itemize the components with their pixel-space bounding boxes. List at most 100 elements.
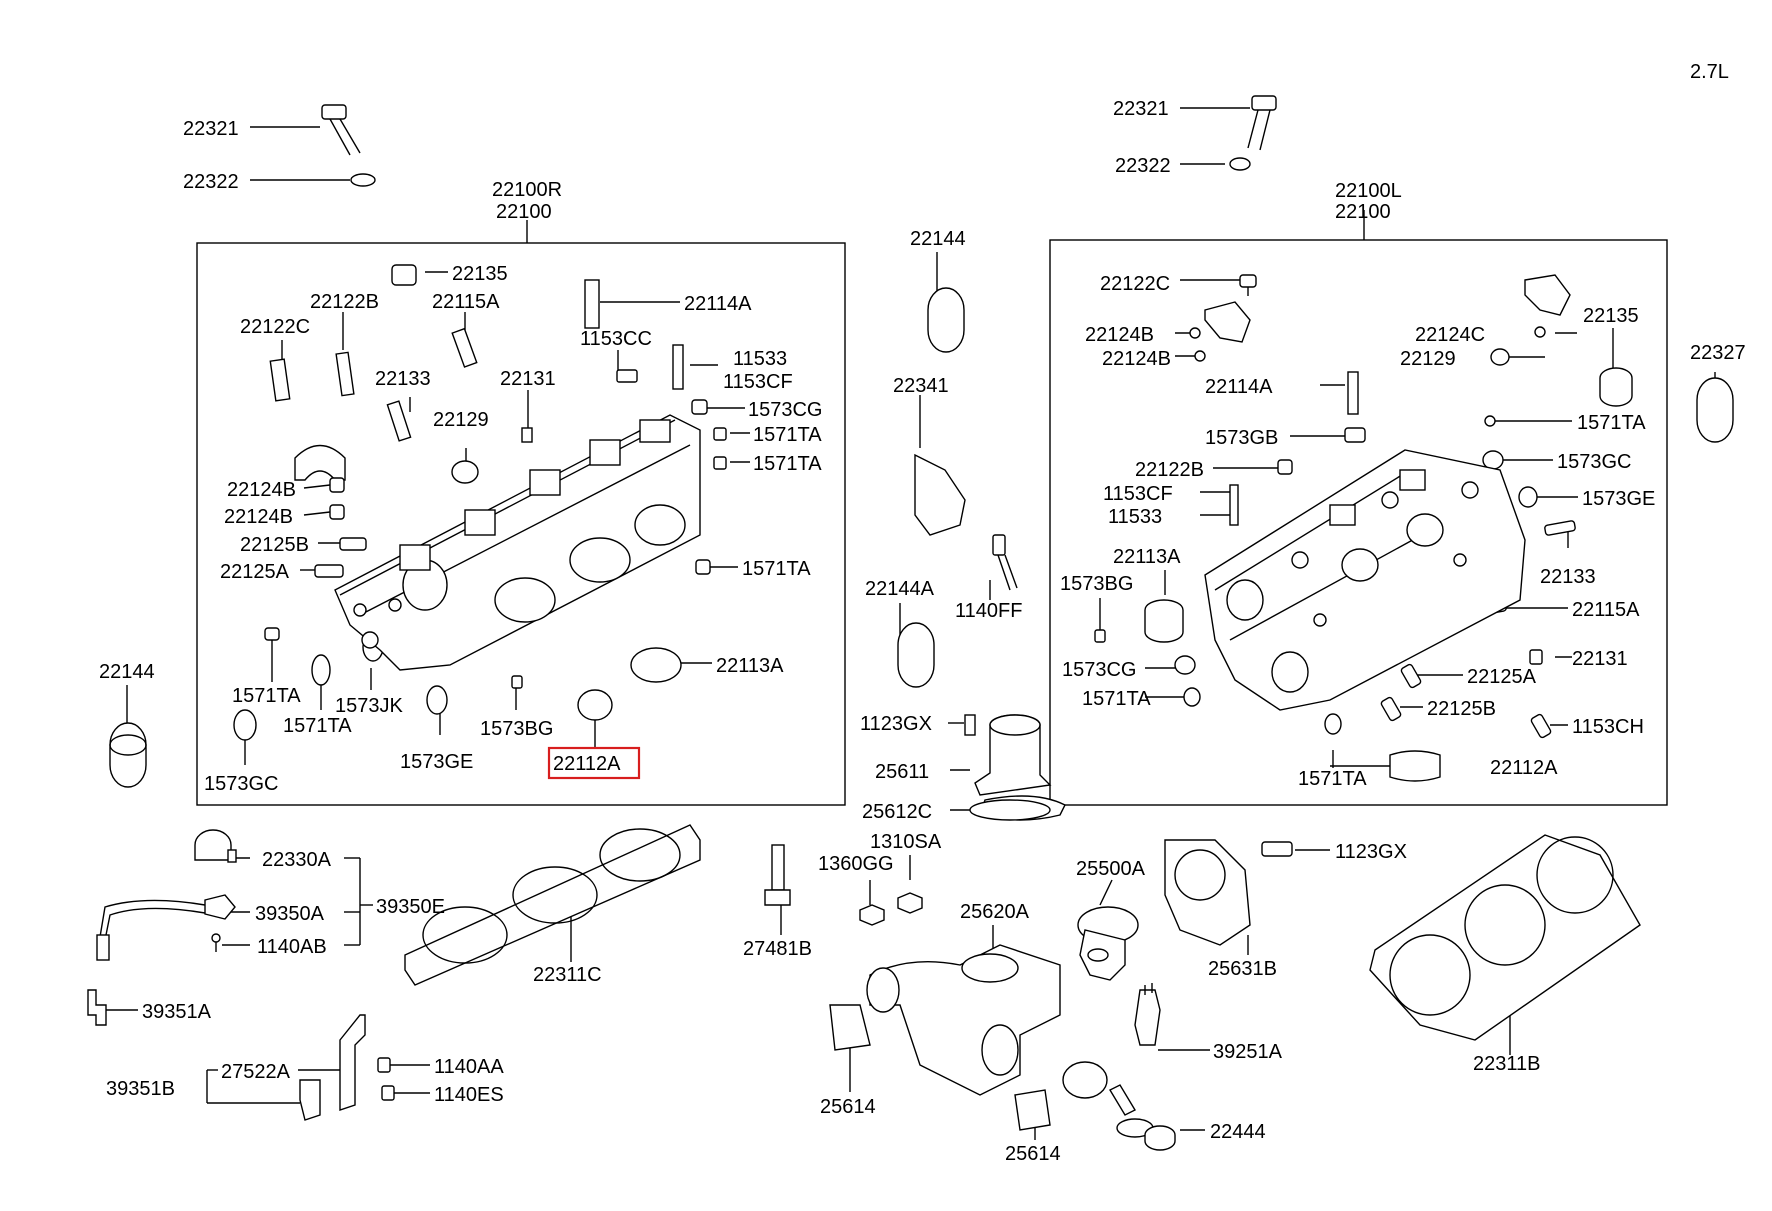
nuts-1310SA-1360GG	[859, 892, 923, 926]
part-label: 22135	[1583, 305, 1639, 327]
part-label: 25612C	[862, 801, 932, 823]
part-label: 25631B	[1208, 958, 1277, 980]
part-label: 22122B	[310, 291, 379, 313]
part-label: 1153CH	[1572, 716, 1644, 738]
part-label: 27522A	[221, 1061, 291, 1083]
labels: 2.7L 22321 22322 22100R 22100 22135 2212…	[99, 61, 1746, 1165]
left-head-frame	[1049, 239, 1668, 806]
part-label: 22112A	[1490, 757, 1558, 779]
inlet-pipe-25620A	[829, 944, 1154, 1138]
part-label: 1573JK	[335, 695, 403, 717]
part-label: 22135	[452, 263, 508, 285]
part-label: 1573GC	[1557, 451, 1632, 473]
part-label: 22321	[183, 118, 239, 140]
part-label: 1360GG	[818, 853, 894, 875]
part-label: 1140FF	[955, 600, 1022, 622]
part-label: 1140AB	[257, 936, 327, 958]
left-head-small-parts	[1094, 274, 1734, 782]
part-label: 1140ES	[434, 1084, 504, 1106]
part-label: 22115A	[432, 291, 500, 313]
part-label: 25620A	[960, 901, 1030, 923]
part-label: 22125B	[240, 534, 309, 556]
part-label: 22322	[1115, 155, 1171, 177]
part-label: 25614	[820, 1096, 876, 1118]
washer-22322-right	[350, 173, 376, 187]
right-head-frame	[196, 242, 846, 806]
part-label: 1573BG	[1060, 573, 1133, 595]
part-label: 22100R	[492, 179, 562, 201]
bolt-22321-left	[1247, 95, 1277, 151]
part-label: 22113A	[1113, 546, 1181, 568]
part-label: 22322	[183, 171, 239, 193]
part-label: 1571TA	[1577, 412, 1646, 434]
part-label: 1573CG	[1062, 659, 1137, 681]
sensor-assembly-39350E	[87, 829, 237, 1026]
part-label: 1123GX	[860, 713, 932, 735]
part-label: 1573GC	[204, 773, 279, 795]
part-label: 22330A	[262, 849, 332, 871]
part-label: 22311B	[1473, 1053, 1540, 1075]
part-label: 22114A	[1205, 376, 1273, 398]
part-label: 1571TA	[283, 715, 352, 737]
sensor-27481B	[764, 844, 791, 906]
part-label-highlighted: 22112A	[553, 753, 621, 775]
part-label: 1573GE	[400, 751, 473, 773]
part-label: 1573BG	[480, 718, 553, 740]
part-label: 22321	[1113, 98, 1169, 120]
leader-lines	[100, 107, 1716, 1140]
part-label: 1140AA	[434, 1056, 504, 1078]
part-label: 1153CC	[580, 328, 652, 350]
clamp-22444	[1144, 1125, 1176, 1151]
part-label: 22444	[1210, 1121, 1266, 1143]
part-label: 22144	[99, 661, 155, 683]
part-label: 1571TA	[1082, 688, 1151, 710]
part-label: 25611	[875, 761, 929, 783]
part-label: 1571TA	[232, 685, 301, 707]
part-label: 22129	[1400, 348, 1456, 370]
part-label: 1571TA	[753, 424, 822, 446]
part-label: 22124B	[224, 506, 293, 528]
part-label: 22131	[500, 368, 556, 390]
part-label: 22122B	[1135, 459, 1204, 481]
part-label: 39350A	[255, 903, 325, 925]
washer-22322-left	[1229, 157, 1251, 171]
part-label: 22125A	[220, 561, 290, 583]
part-label: 22124B	[1085, 324, 1154, 346]
part-label: 39350E	[376, 896, 445, 918]
water-outlet-25611	[964, 714, 1066, 821]
part-label: 22100	[1335, 201, 1391, 223]
part-label: 22144	[910, 228, 966, 250]
part-label: 22131	[1572, 648, 1628, 670]
part-label: 1310SA	[870, 831, 942, 853]
part-label: 22124B	[227, 479, 296, 501]
highlight-box	[547, 746, 641, 780]
part-label: 22144A	[865, 578, 935, 600]
left-cylinder-head-casting	[1204, 449, 1526, 711]
right-head-small-parts	[233, 264, 727, 741]
part-label: 22341	[893, 375, 949, 397]
part-label: 27481B	[743, 938, 812, 960]
part-label: 1571TA	[753, 453, 822, 475]
right-cylinder-head-casting	[334, 414, 701, 671]
part-label: 22125B	[1427, 698, 1496, 720]
part-label: 22122C	[1100, 273, 1170, 295]
part-label: 22125A	[1467, 666, 1537, 688]
thermostat-25500A	[1077, 906, 1139, 981]
gasket-22311B	[1369, 834, 1641, 1041]
gasket-22311C	[404, 824, 701, 986]
part-label: 25614	[1005, 1143, 1061, 1165]
bracket-27522A	[299, 1014, 395, 1121]
part-label: 22327	[1690, 342, 1746, 364]
part-label: 22129	[433, 409, 489, 431]
housing-25631B	[1164, 839, 1293, 946]
bolt-22321-right	[321, 104, 361, 156]
part-label: 39251A	[1213, 1041, 1283, 1063]
engine-label: 2.7L	[1690, 61, 1729, 83]
part-label: 1571TA	[1298, 768, 1367, 790]
part-label: 1153CF	[1103, 483, 1173, 505]
part-label: 22100L	[1335, 180, 1402, 202]
part-label: 22133	[1540, 566, 1596, 588]
sensor-39251A	[1134, 983, 1161, 1046]
part-label: 11533	[733, 348, 787, 370]
